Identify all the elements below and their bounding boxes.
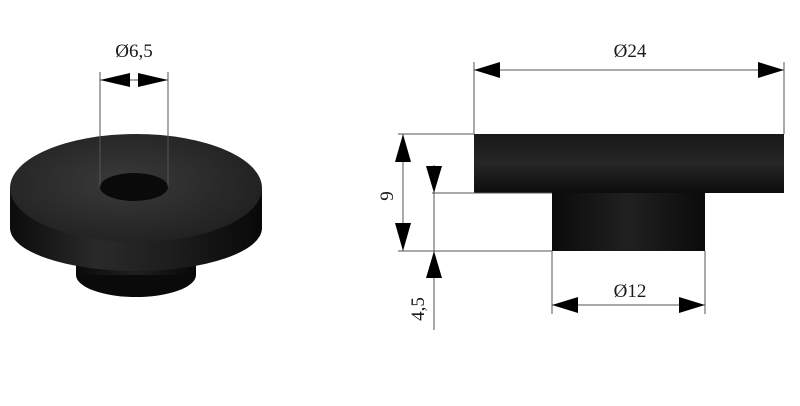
arrow-head bbox=[552, 297, 578, 313]
side-hub bbox=[552, 193, 705, 251]
arrow-head bbox=[426, 251, 442, 278]
side-view: Ø24 Ø12 9 4,5 bbox=[377, 41, 785, 330]
hub-diameter-dimension: Ø12 bbox=[551, 251, 706, 314]
arrow-head bbox=[758, 62, 784, 78]
arrow-head bbox=[426, 166, 442, 193]
arrow-head bbox=[395, 223, 411, 251]
hole-diameter-label: Ø6,5 bbox=[115, 41, 152, 62]
arrow-head bbox=[138, 73, 168, 87]
hub-height-dimension: 4,5 bbox=[408, 165, 552, 330]
arrow-head bbox=[100, 73, 130, 87]
flange-diameter-label: Ø24 bbox=[614, 41, 647, 62]
iso-hole bbox=[100, 173, 168, 201]
side-flange bbox=[474, 134, 784, 193]
arrow-head bbox=[395, 134, 411, 162]
hub-diameter-label: Ø12 bbox=[614, 281, 647, 302]
hub-height-label: 4,5 bbox=[408, 297, 429, 321]
arrow-head bbox=[679, 297, 705, 313]
flange-diameter-dimension: Ø24 bbox=[473, 41, 785, 134]
hole-diameter-dimension: Ø6,5 bbox=[99, 41, 169, 186]
total-height-dimension: 9 bbox=[377, 133, 552, 252]
arrow-head bbox=[474, 62, 500, 78]
total-height-label: 9 bbox=[377, 191, 398, 201]
isometric-view: Ø6,5 bbox=[10, 41, 262, 297]
